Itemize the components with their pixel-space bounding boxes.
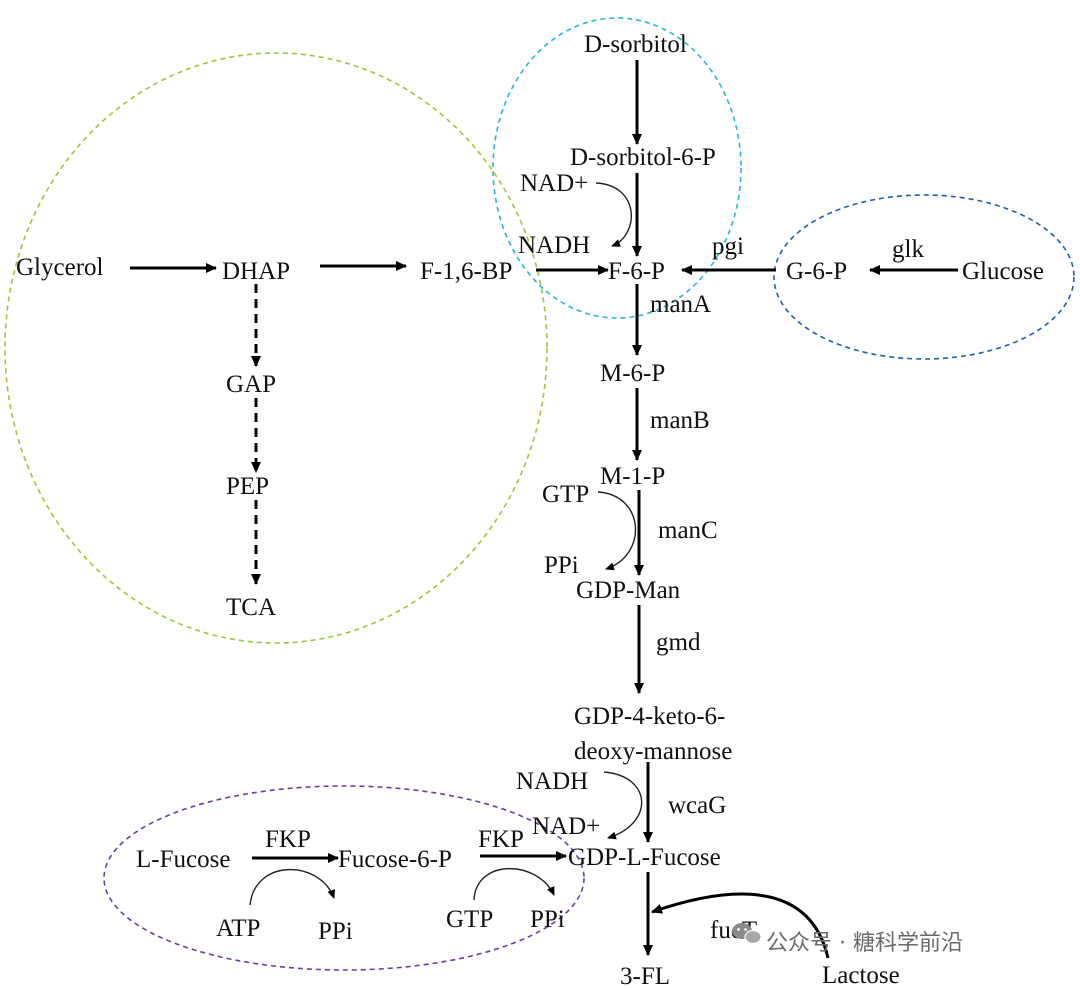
label-d-sorbitol-6p: D-sorbitol-6-P <box>570 144 716 171</box>
label-glucose: Glucose <box>962 258 1044 285</box>
label-gdp-keto-line1: GDP-4-keto-6- <box>574 703 725 730</box>
label-glycerol: Glycerol <box>16 254 104 281</box>
label-gdp-keto-line2: deoxy-mannose <box>574 738 732 765</box>
sorbitol-module-ellipse <box>492 17 742 319</box>
cofactor-nadh-2: NADH <box>516 768 588 795</box>
cofactor-ppi-3: PPi <box>530 906 565 933</box>
label-f16bp: F-1,6-BP <box>420 258 512 285</box>
enzyme-wcaG: wcaG <box>668 792 726 819</box>
enzyme-manB: manB <box>650 407 710 434</box>
cofactor-atp: ATP <box>216 915 260 942</box>
arc-gtp-to-ppi-1 <box>597 491 637 571</box>
label-fucose-6p: Fucose-6-P <box>338 846 452 873</box>
label-l-fucose: L-Fucose <box>136 846 230 873</box>
enzyme-pgi: pgi <box>712 233 744 260</box>
label-dhap: DHAP <box>222 258 290 285</box>
enzyme-manA: manA <box>650 291 711 318</box>
label-gdp-l-fucose: GDP-L-Fucose <box>568 844 721 871</box>
cofactor-ppi-1: PPi <box>544 552 579 579</box>
label-gap: GAP <box>226 371 276 398</box>
glucose-module-ellipse <box>773 194 1075 360</box>
label-m6p: M-6-P <box>600 360 665 387</box>
arc-nadh-to-nad-2 <box>603 771 643 840</box>
label-3fl: 3-FL <box>620 963 670 990</box>
cofactor-nadh-1: NADH <box>518 232 590 259</box>
arc-atp-to-ppi-2 <box>249 868 335 906</box>
arc-nad-to-nadh-1 <box>595 182 632 247</box>
label-g6p: G-6-P <box>786 258 847 285</box>
label-f6p: F-6-P <box>608 258 665 285</box>
wechat-icon <box>732 923 762 945</box>
glycerol-module-ellipse <box>4 52 548 644</box>
enzyme-manC: manC <box>658 517 718 544</box>
label-lactose: Lactose <box>822 962 900 989</box>
cofactor-gtp-2: GTP <box>446 906 493 933</box>
enzyme-glk: glk <box>892 236 924 263</box>
cofactor-ppi-2: PPi <box>318 918 353 945</box>
arc-gtp-to-ppi-3 <box>473 867 555 901</box>
watermark-text: 公众号 · 糖科学前沿 <box>766 931 963 956</box>
enzyme-fkp-1: FKP <box>265 826 311 853</box>
fucose-salvage-module-ellipse <box>103 785 585 971</box>
label-pep: PEP <box>226 473 269 500</box>
label-d-sorbitol: D-sorbitol <box>584 31 687 58</box>
arrow-lactose-to-3fl <box>651 892 830 959</box>
cofactor-nad-plus-2: NAD+ <box>532 813 600 840</box>
cofactor-gtp-1: GTP <box>542 481 589 508</box>
enzyme-gmd: gmd <box>656 629 701 656</box>
label-tca: TCA <box>226 594 276 621</box>
label-m1p: M-1-P <box>600 463 665 490</box>
cofactor-nad-plus-1: NAD+ <box>520 170 588 197</box>
label-gdp-man: GDP-Man <box>576 577 681 604</box>
enzyme-fkp-2: FKP <box>478 826 524 853</box>
